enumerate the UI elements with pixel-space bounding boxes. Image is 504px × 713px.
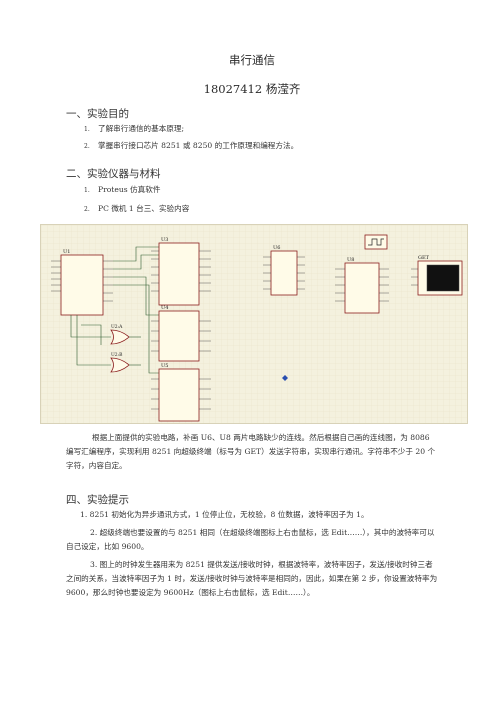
- doc-title: 串行通信: [229, 53, 275, 67]
- list-item: 2. PC 微机 1 台三、实验内容: [84, 203, 189, 214]
- section-heading-2: 二、实验仪器与材料: [66, 168, 161, 180]
- list-item: 2. 掌握串行接口芯片 8251 或 8250 的工作原理和编程方法。: [84, 140, 298, 151]
- label-u3: U3: [161, 237, 168, 243]
- item-text: Proteus 仿真软件: [98, 185, 161, 194]
- label-get: GET: [418, 255, 430, 261]
- item-number: 2.: [84, 143, 90, 150]
- tip-2: 2. 超级终端也要设置的与 8251 相同（在超级终端图标上右击鼠标，选 Edi…: [66, 528, 435, 551]
- item-number: 1.: [84, 187, 90, 194]
- section-heading-4: 四、实验提示: [66, 494, 129, 506]
- tip-3: 3. 图上的时钟发生器用来为 8251 提供发送/接收时钟，根据波特率，波特率因…: [66, 560, 438, 597]
- section-heading-1: 一、实验目的: [66, 108, 129, 120]
- content-paragraph: 根据上面提供的实验电路，补画 U6、U8 两片电路缺少的连线。然后根据自己画的连…: [66, 433, 436, 470]
- list-item: 1. Proteus 仿真软件: [84, 184, 160, 195]
- item-text: 了解串行通信的基本原理;: [98, 124, 185, 133]
- label-u6: U6: [273, 245, 280, 251]
- item-number: 1.: [84, 126, 90, 133]
- circuit-schematic: U1 U3 U4 U5: [40, 224, 468, 424]
- label-u2a: U2:A: [111, 324, 123, 330]
- item-text: PC 微机 1 台三、实验内容: [98, 204, 190, 213]
- item-number: 2.: [84, 206, 90, 213]
- label-u5: U5: [161, 363, 168, 369]
- tip-1: 1. 8251 初始化为异步通讯方式，1 位停止位，无校验，8 位数据，波特率因…: [80, 510, 369, 519]
- label-u1: U1: [63, 249, 70, 255]
- item-text: 掌握串行接口芯片 8251 或 8250 的工作原理和编程方法。: [98, 141, 299, 150]
- doc-author: 18027412 杨滢齐: [203, 82, 301, 96]
- label-u4: U4: [161, 305, 168, 311]
- circuit-diagram: U1 U3 U4 U5: [41, 225, 467, 423]
- label-u2b: U2:B: [111, 352, 123, 358]
- list-item: 1. 了解串行通信的基本原理;: [84, 123, 184, 134]
- label-u8: U8: [347, 257, 354, 263]
